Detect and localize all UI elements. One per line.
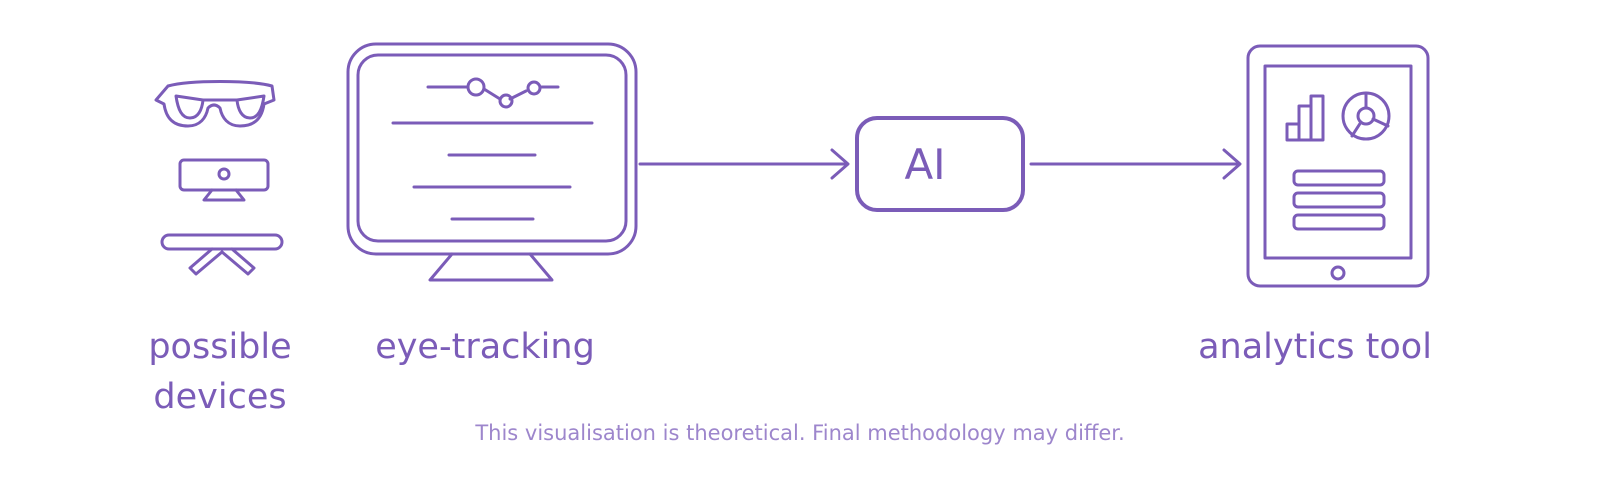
devices-label: possible devices — [140, 322, 300, 422]
analytics-tool-label: analytics tool — [1198, 327, 1432, 367]
webcam-icon — [178, 158, 270, 202]
devices-label-line1: possible — [148, 327, 292, 367]
pie-chart-icon — [1341, 91, 1391, 141]
gaze-path-icon — [426, 77, 560, 109]
ai-box — [855, 116, 1025, 212]
disclaimer-footnote: This visualisation is theoretical. Final… — [475, 421, 1125, 445]
list-lines-icon — [1292, 169, 1386, 231]
devices-label-line2: devices — [153, 377, 287, 417]
monitor-icon — [346, 42, 638, 282]
glasses-icon — [154, 80, 276, 128]
arrow-eye-to-ai — [638, 148, 850, 180]
arrow-ai-to-analytics — [1029, 148, 1242, 180]
ai-label: AI — [904, 140, 946, 189]
eye-tracker-bar-icon — [160, 233, 284, 276]
tablet-dashboard-icon — [1246, 44, 1430, 288]
eye-tracking-label: eye-tracking — [375, 327, 595, 367]
bar-chart-icon — [1285, 94, 1325, 142]
